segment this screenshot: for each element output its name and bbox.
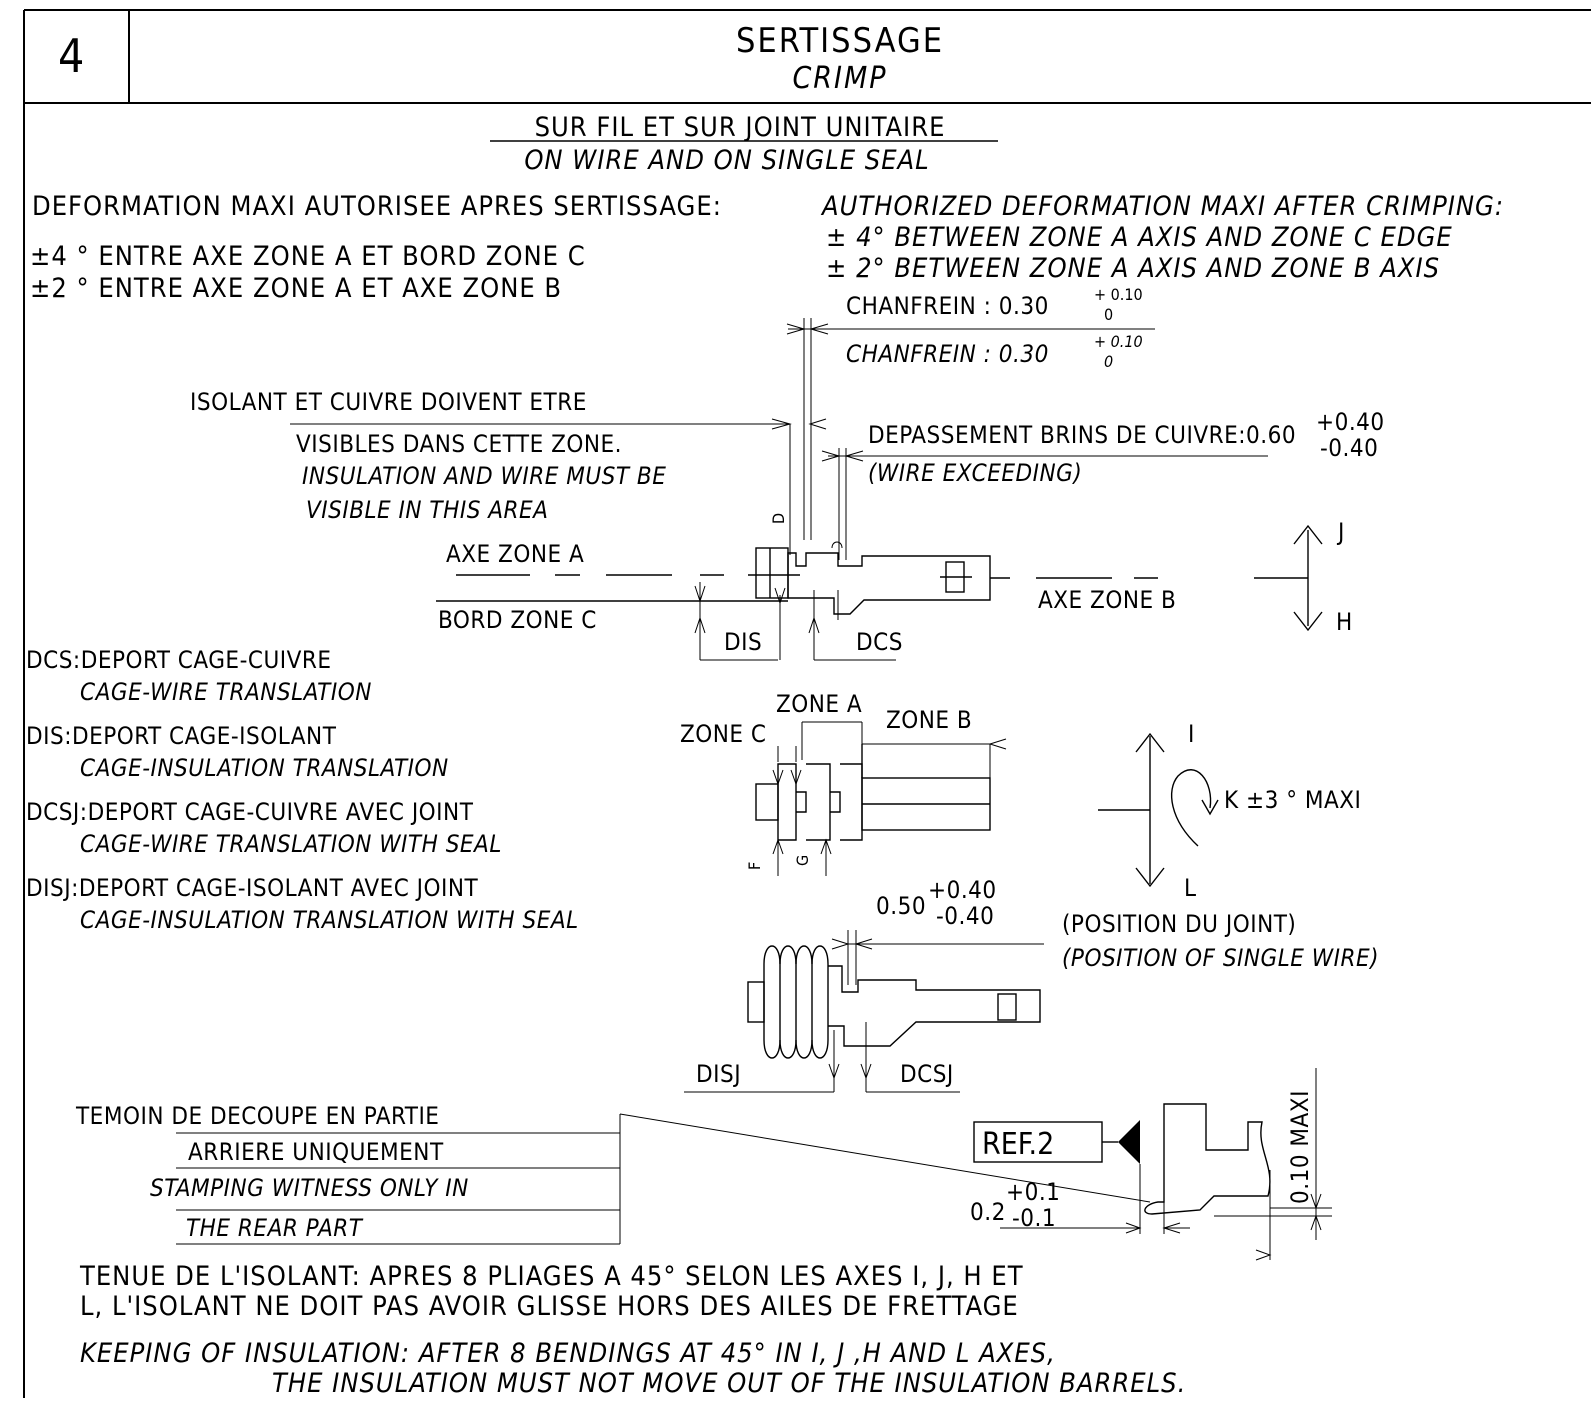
side-view-d-label: D [769, 513, 788, 524]
insulation-fr-line1: TENUE DE L'ISOLANT: APRES 8 PLIAGES A 45… [79, 1261, 1024, 1292]
deformation-heading-fr: DEFORMATION MAXI AUTORISEE APRES SERTISS… [32, 191, 722, 222]
g-label: G [793, 855, 812, 866]
deformation-line2-en: ± 2° BETWEEN ZONE A AXIS AND ZONE B AXIS [826, 253, 1440, 284]
chanfrein-upper-tol: + 0.10 [1094, 285, 1143, 304]
title-en: CRIMP [792, 61, 887, 96]
h-label: H [1336, 608, 1353, 636]
dcs-label: DCS [856, 628, 903, 656]
seal-lower-tol: -0.40 [936, 902, 994, 930]
detail-profile [1144, 1103, 1271, 1215]
deformation-line1-en: ± 4° BETWEEN ZONE A AXIS AND ZONE C EDGE [826, 222, 1453, 253]
def-dis-code: DIS:DEPORT CAGE-ISOLANT [26, 722, 337, 750]
title-fr: SERTISSAGE [736, 21, 944, 61]
dcsj-label: DCSJ [900, 1060, 954, 1088]
zone-a-label: ZONE A [776, 690, 862, 718]
deformation-line2-fr: ±2 ° ENTRE AXE ZONE A ET AXE ZONE B [30, 273, 562, 304]
side-view-terminal [755, 541, 991, 615]
insulation-fr-line2: L, L'ISOLANT NE DOIT PAS AVOIR GLISSE HO… [80, 1291, 1019, 1322]
weld-symbol-icon [1118, 1120, 1140, 1164]
wire-exceeding-upper-tol: +0.40 [1316, 408, 1385, 436]
wire-exceeding-en: (WIRE EXCEEDING) [868, 459, 1082, 487]
chanfrein-label: CHANFREIN : 0.30 [846, 292, 1049, 320]
insulation-en-line1: KEEPING OF INSULATION: AFTER 8 BENDINGS … [80, 1338, 1056, 1369]
disj-label: DISJ [696, 1060, 741, 1088]
stamping-en-line2: THE REAR PART [186, 1214, 364, 1242]
f-label: F [745, 862, 764, 870]
visibility-en-line2: VISIBLE IN THIS AREA [306, 496, 548, 524]
zone-c-label: ZONE C [680, 720, 767, 748]
visibility-en-line1: INSULATION AND WIRE MUST BE [302, 462, 666, 490]
def-dis-en: CAGE-INSULATION TRANSLATION [80, 754, 449, 782]
detail-lower-tol: -0.1 [1012, 1204, 1056, 1232]
bord-zone-c-label: BORD ZONE C [438, 606, 597, 634]
axe-zone-a-label: AXE ZONE A [446, 540, 584, 568]
def-dcsj-en: CAGE-WIRE TRANSLATION WITH SEAL [80, 830, 502, 858]
subtitle-en: ON WIRE AND ON SINGLE SEAL [524, 145, 929, 176]
def-dcs-en: CAGE-WIRE TRANSLATION [80, 678, 372, 706]
zone-b-label: ZONE B [886, 706, 972, 734]
frame [23, 9, 1591, 1398]
subtitle-fr: SUR FIL ET SUR JOINT UNITAIRE [535, 112, 946, 143]
stamping-fr-line1: TEMOIN DE DECOUPE EN PARTIE [75, 1102, 439, 1130]
k-label: K ±3 ° MAXI [1224, 786, 1361, 814]
ref-label: REF.2 [982, 1127, 1054, 1162]
insulation-en-line2: THE INSULATION MUST NOT MOVE OUT OF THE … [272, 1368, 1186, 1398]
seal-upper-tol: +0.40 [928, 876, 997, 904]
def-dcsj-code: DCSJ:DEPORT CAGE-CUIVRE AVEC JOINT [26, 798, 474, 826]
top-view-terminal [755, 744, 991, 841]
l-label: L [1184, 874, 1197, 902]
chanfrein-lower-tol: 0 [1104, 305, 1113, 324]
stamping-en-line1: STAMPING WITNESS ONLY IN [150, 1174, 469, 1202]
stamping-fr-line2: ARRIERE UNIQUEMENT [188, 1138, 444, 1166]
j-label: J [1336, 518, 1345, 546]
chanfrein-label-italic: CHANFREIN : 0.30 [846, 340, 1049, 368]
maxi-label: 0.10 MAXI [1286, 1090, 1314, 1204]
deformation-line1-fr: ±4 ° ENTRE AXE ZONE A ET BORD ZONE C [30, 241, 586, 272]
detail-dim: 0.2 [970, 1198, 1006, 1226]
wire-exceeding-fr: DEPASSEMENT BRINS DE CUIVRE:0.60 [868, 421, 1296, 449]
seal-position-fr: (POSITION DU JOINT) [1062, 910, 1296, 938]
deformation-heading-en: AUTHORIZED DEFORMATION MAXI AFTER CRIMPI… [820, 191, 1504, 222]
def-disj-code: DISJ:DEPORT CAGE-ISOLANT AVEC JOINT [26, 874, 479, 902]
axe-zone-b-label: AXE ZONE B [1038, 586, 1176, 614]
visibility-fr-line1: ISOLANT ET CUIVRE DOIVENT ETRE [190, 388, 587, 416]
seal-position-en: (POSITION OF SINGLE WIRE) [1062, 944, 1379, 972]
seal-view-terminal [747, 945, 1041, 1059]
chanfrein-upper-tol-italic: + 0.10 [1094, 332, 1143, 351]
wire-exceeding-lower-tol: -0.40 [1320, 434, 1378, 462]
section-number: 4 [58, 29, 84, 83]
def-disj-en: CAGE-INSULATION TRANSLATION WITH SEAL [80, 906, 579, 934]
dis-label: DIS [724, 628, 762, 656]
chanfrein-lower-tol-italic: 0 [1104, 352, 1113, 371]
visibility-fr-line2: VISIBLES DANS CETTE ZONE. [296, 430, 622, 458]
i-label: I [1188, 720, 1195, 748]
detail-upper-tol: +0.1 [1006, 1178, 1060, 1206]
def-dcs-code: DCS:DEPORT CAGE-CUIVRE [26, 646, 332, 674]
seal-dim: 0.50 [876, 892, 926, 920]
